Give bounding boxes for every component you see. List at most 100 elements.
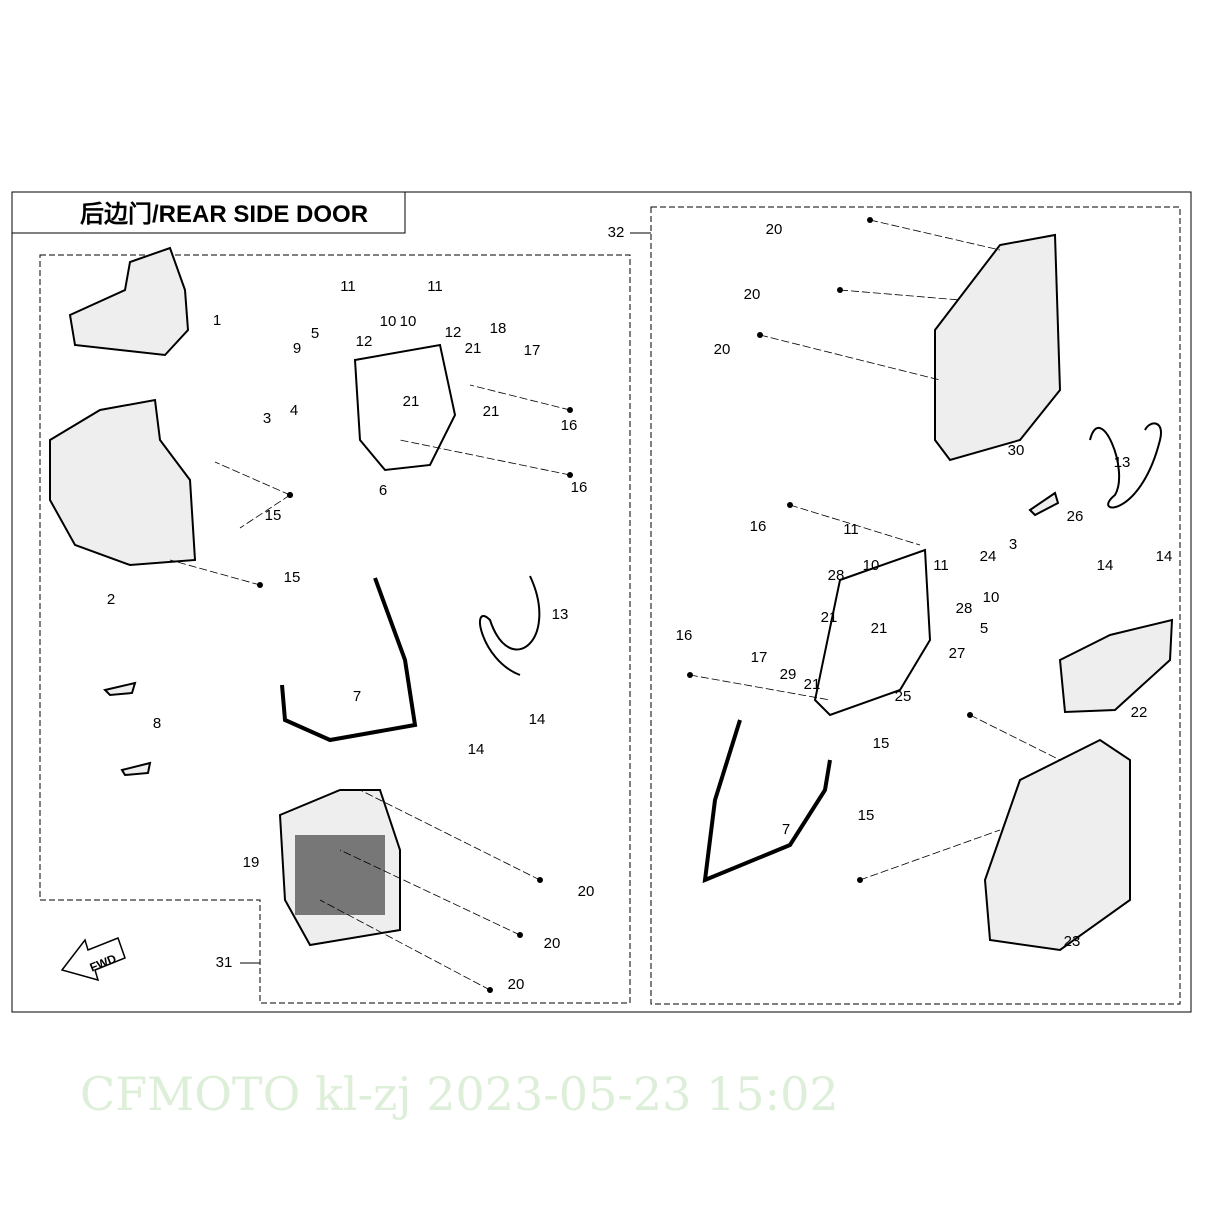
part-6-frame (353, 343, 457, 472)
leader-line (469, 384, 571, 411)
callout-10: 10 (400, 313, 417, 330)
callout-14: 14 (1156, 548, 1173, 565)
callout-3: 3 (1009, 536, 1017, 553)
part-7-seal-left (280, 577, 418, 743)
fastener-dot (517, 932, 523, 938)
callout-5: 5 (311, 325, 319, 342)
callout-20: 20 (578, 883, 595, 900)
leader-line (759, 334, 941, 381)
leader-lines (169, 217, 1061, 993)
callout-11: 11 (843, 521, 859, 538)
leader-line (319, 899, 491, 991)
callout-12: 12 (445, 324, 462, 341)
callout-20: 20 (544, 935, 561, 952)
callout-16: 16 (561, 417, 578, 434)
part-1-trim (68, 246, 190, 357)
watermark-text: CFMOTO kl-zj 2023-05-23 15:02 (80, 1067, 839, 1121)
part-8-handle-top (103, 681, 137, 697)
leader-line (239, 494, 291, 529)
leader-line (169, 559, 261, 586)
fastener-dot (687, 672, 693, 678)
parts-drawings (49, 233, 1174, 952)
part-22-trim (1058, 618, 1174, 714)
callout-16: 16 (750, 518, 767, 535)
callout-15: 15 (873, 735, 890, 752)
callout-7: 7 (353, 688, 361, 705)
part-26-handle (1028, 491, 1060, 517)
callout-20: 20 (714, 341, 731, 358)
part-23-outer-panel (983, 738, 1131, 952)
callout-1: 1 (213, 312, 221, 329)
fastener-dot (857, 877, 863, 883)
leader-line (689, 674, 831, 701)
fastener-dot (867, 217, 873, 223)
leader-line (869, 219, 1001, 251)
callout-9: 9 (293, 340, 301, 357)
fastener-dot (567, 407, 573, 413)
callout-20: 20 (508, 976, 525, 993)
callout-11: 11 (427, 278, 443, 295)
fastener-dot (567, 472, 573, 478)
callout-2: 2 (107, 591, 115, 608)
callout-7: 7 (782, 821, 790, 838)
fastener-dot (537, 877, 543, 883)
callout-13: 13 (552, 606, 569, 623)
fastener-dot (967, 712, 973, 718)
callout-17: 17 (524, 342, 541, 359)
leader-line (789, 504, 921, 546)
callout-21: 21 (821, 609, 838, 626)
fwd-arrow: FWD (60, 937, 126, 982)
assembly-32-label: 32 (608, 224, 625, 241)
callout-28: 28 (828, 567, 845, 584)
callout-16: 16 (676, 627, 693, 644)
leader-line (214, 461, 291, 496)
callout-17: 17 (751, 649, 768, 666)
part-8-handle-bottom (120, 761, 152, 777)
leader-line (859, 829, 1001, 881)
callout-30: 30 (1008, 442, 1025, 459)
callout-10: 10 (863, 557, 880, 574)
fastener-dot (757, 332, 763, 338)
fastener-dot (287, 492, 293, 498)
callout-27: 27 (949, 645, 966, 662)
part-13-cable-left (479, 575, 541, 676)
fastener-dot (787, 502, 793, 508)
leader-line (839, 289, 961, 301)
callout-12: 12 (356, 333, 373, 350)
leader-line (969, 714, 1061, 761)
part-19-mesh (295, 835, 385, 915)
callout-22: 22 (1131, 704, 1148, 721)
callout-11: 11 (340, 278, 356, 295)
fastener-dot (487, 987, 493, 993)
callout-21: 21 (483, 403, 500, 420)
callout-6: 6 (379, 482, 387, 499)
callout-16: 16 (571, 479, 588, 496)
callout-21: 21 (465, 340, 482, 357)
callout-23: 23 (1064, 933, 1081, 950)
part-30-panel (934, 233, 1062, 462)
fastener-dot (257, 582, 263, 588)
part-2-inner-panel (49, 398, 197, 567)
leader-line (399, 439, 571, 476)
callout-11: 11 (933, 557, 949, 574)
callout-25: 25 (895, 688, 912, 705)
callout-13: 13 (1114, 454, 1131, 471)
callout-28: 28 (956, 600, 973, 617)
callout-14: 14 (1097, 557, 1114, 574)
callout-20: 20 (766, 221, 783, 238)
callout-15: 15 (284, 569, 301, 586)
part-25-frame (813, 548, 932, 717)
callout-14: 14 (529, 711, 546, 728)
part-13-cable-right (1089, 422, 1162, 509)
callout-8: 8 (153, 715, 161, 732)
page-title: 后边门/REAR SIDE DOOR (80, 200, 368, 228)
fwd-arrow-icon (60, 937, 126, 982)
callout-26: 26 (1067, 508, 1084, 525)
callout-10: 10 (380, 313, 397, 330)
callout-19: 19 (243, 854, 260, 871)
callout-4: 4 (290, 402, 298, 419)
callout-5: 5 (980, 620, 988, 637)
callout-21: 21 (804, 676, 821, 693)
callout-15: 15 (265, 507, 282, 524)
